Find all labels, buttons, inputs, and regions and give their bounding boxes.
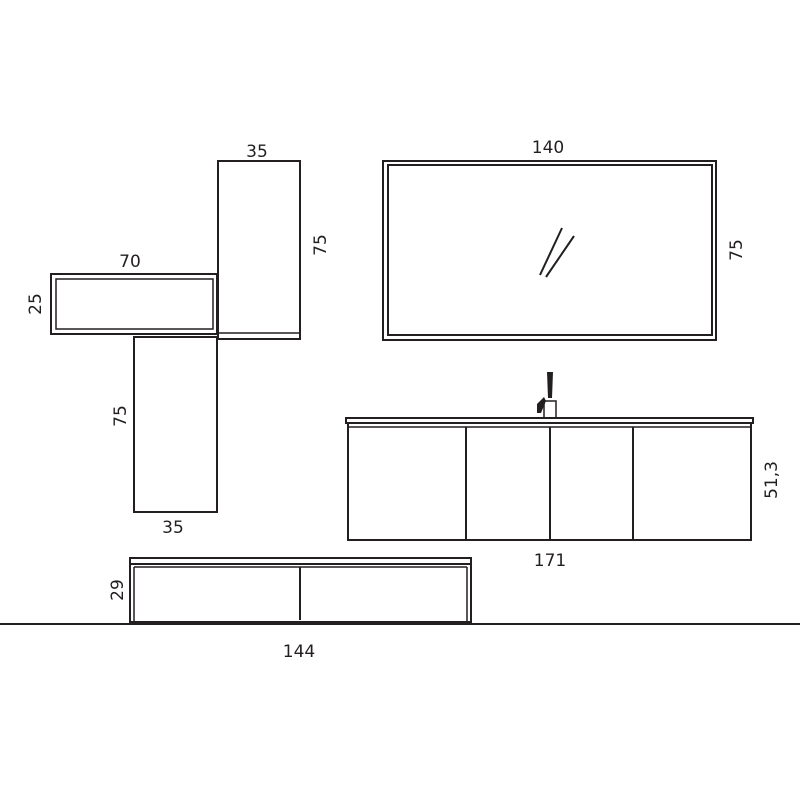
low-cabinet (129, 557, 472, 623)
open-shelf-inner (55, 278, 214, 330)
mirror-glare-line (545, 235, 575, 278)
mirror-frame-inner (387, 164, 713, 336)
tall-cabinet-lower (133, 336, 218, 513)
dimension-label: 70 (119, 252, 141, 272)
mirror (382, 160, 717, 341)
tall-cabinet-lower-body (133, 336, 218, 513)
dimension-label: 75 (111, 405, 131, 427)
mirror-glare-line (539, 227, 563, 276)
mirror-frame-outer (382, 160, 717, 341)
open-shelf-outer (50, 273, 218, 335)
faucet-spout (547, 372, 553, 398)
tall-cabinet-upper (217, 160, 301, 340)
dimension-label: 75 (727, 239, 747, 261)
low-cabinet-body (129, 563, 472, 623)
vanity-cabinet (345, 417, 754, 541)
dimension-label: 25 (26, 293, 46, 315)
dimension-label: 51,3 (762, 461, 782, 499)
dimension-label: 35 (246, 142, 268, 162)
open-shelf (50, 273, 218, 335)
dimension-label: 144 (283, 642, 315, 662)
dimension-label: 29 (108, 579, 128, 601)
tall-cabinet-upper-body (217, 160, 301, 340)
dimension-label: 35 (162, 518, 184, 538)
dimension-label: 140 (532, 138, 564, 158)
faucet-icon (537, 372, 557, 419)
dimension-label: 171 (534, 551, 566, 571)
dimension-label: 75 (311, 234, 331, 256)
faucet-base (543, 400, 557, 419)
